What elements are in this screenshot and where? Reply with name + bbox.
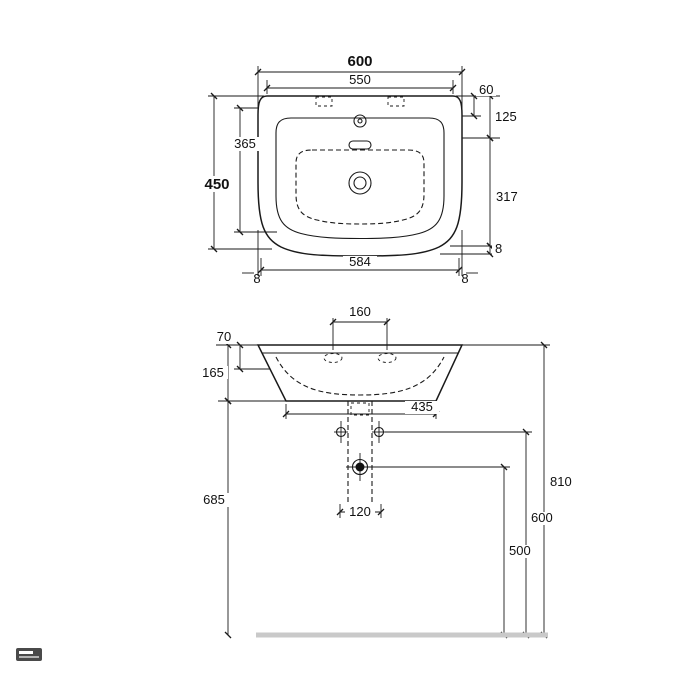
elevation-view <box>256 344 464 510</box>
bowl-profile-dashed <box>275 356 445 396</box>
dim-base-width: 584 <box>349 254 371 269</box>
dim-overall-depth: 450 <box>204 176 229 193</box>
dim-bowl-front-depth: 365 <box>234 136 256 151</box>
dim-left-offset: 8 <box>253 271 260 286</box>
trap-connection <box>346 453 374 481</box>
dim-rim-drop: 70 <box>217 329 231 344</box>
dim-waste-width: 120 <box>349 504 371 519</box>
dim-front-apron: 165 <box>202 365 224 380</box>
tap-hole-center <box>357 118 363 124</box>
waste-hole-outer <box>348 171 372 195</box>
tap-hole-left <box>323 353 343 363</box>
dim-back-ledge: 60 <box>479 82 493 97</box>
fixing-bolt-right <box>372 421 386 443</box>
basin-rim <box>275 117 445 240</box>
dim-front-depth: 317 <box>496 189 518 204</box>
dim-ledge-depth: 125 <box>495 109 517 124</box>
dim-top-height: 810 <box>550 474 572 489</box>
fixing-bolt-left <box>334 421 348 443</box>
dim-right-offset: 8 <box>461 271 468 286</box>
dim-fixing-height: 600 <box>531 510 553 525</box>
tap-hole <box>353 114 367 128</box>
waste-hole-inner <box>353 176 367 190</box>
plan-extension-lines <box>208 66 500 276</box>
dim-overall-width: 600 <box>347 53 372 70</box>
dim-underside-width: 435 <box>411 399 433 414</box>
elevation-dimension-labels: 160 70 165 685 435 120 810 600 500 <box>199 304 577 558</box>
dim-trap-height: 500 <box>509 543 531 558</box>
brand-logo-icon <box>16 648 42 661</box>
dim-tap-spacing: 160 <box>349 304 371 319</box>
overflow-slot <box>348 140 372 150</box>
elevation-extension-lines <box>216 318 550 518</box>
plan-view <box>257 95 463 257</box>
dim-underside-height: 685 <box>203 492 225 507</box>
optional-tap-hole-left <box>315 96 333 107</box>
dim-edge-offset: 8 <box>495 241 502 256</box>
basin-outline <box>257 95 463 257</box>
tap-hole-right <box>377 353 397 363</box>
dim-upper-width: 550 <box>349 72 371 87</box>
plan-dimension-labels: 600 550 450 365 60 125 317 8 584 8 8 <box>199 53 520 286</box>
elevation-dimension-lines <box>224 318 548 639</box>
bowl-outline-dashed <box>295 149 425 225</box>
plan-dimension-lines <box>210 68 494 274</box>
optional-tap-hole-right <box>387 96 405 107</box>
